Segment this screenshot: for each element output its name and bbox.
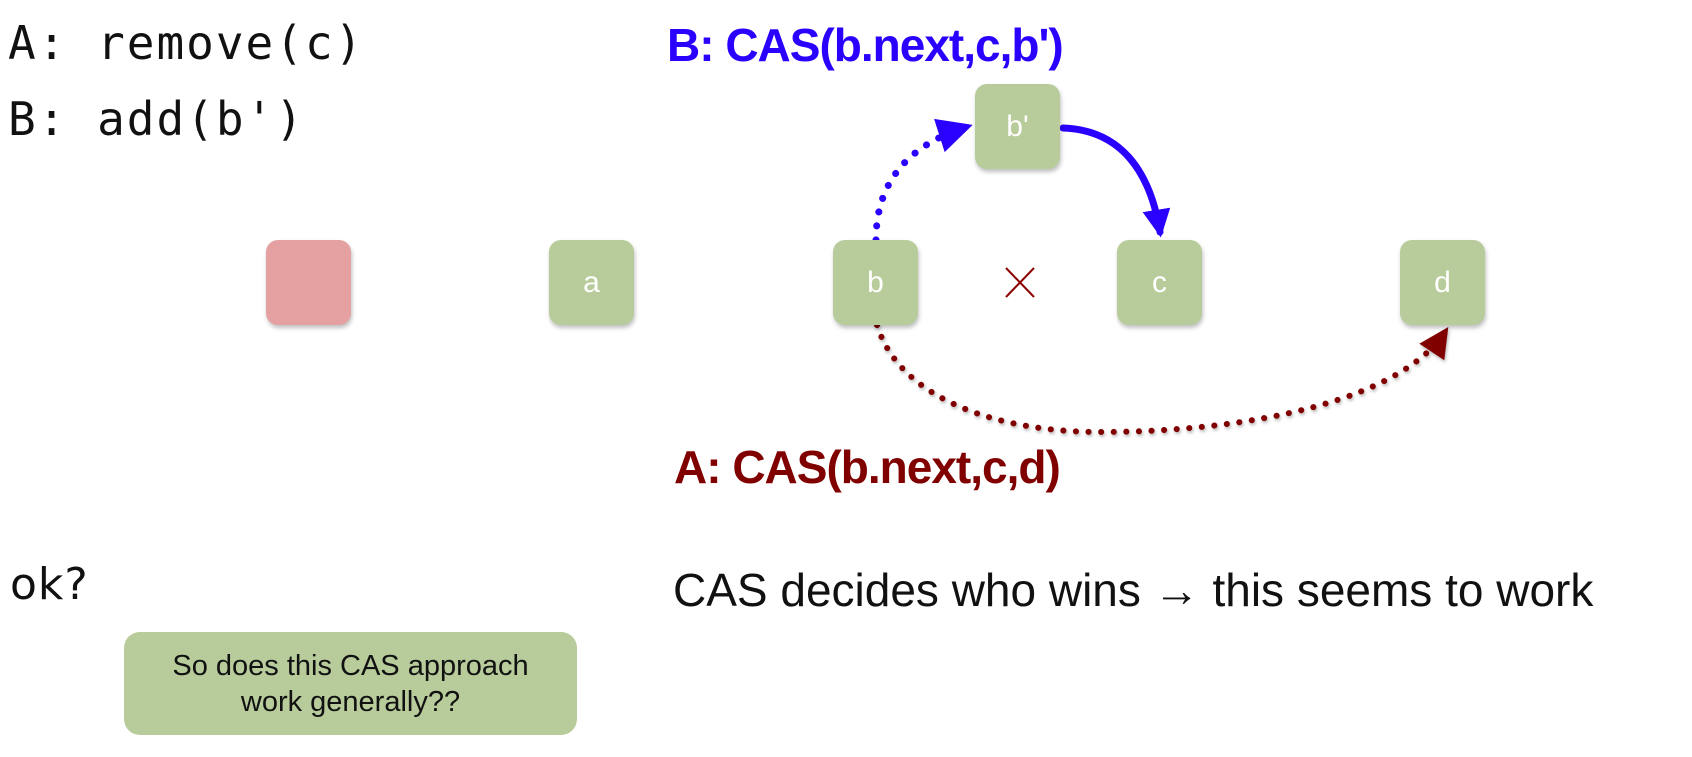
node-c: c [1117, 240, 1202, 325]
cross-out-icon [1005, 267, 1035, 298]
right-arrow-icon: → [1153, 564, 1200, 616]
conclusion-after: this seems to work [1199, 564, 1594, 616]
node-b: b [833, 240, 918, 325]
question-callout: So does this CAS approach work generally… [124, 632, 577, 735]
list-head-node [266, 240, 351, 325]
cas-label-thread-a: A: CAS(b.next,c,d) [674, 441, 1061, 493]
conclusion-text: CAS decides who wins → this seems to wor… [673, 567, 1593, 613]
cas-label-thread-b: B: CAS(b.next,c,b') [667, 19, 1064, 71]
callout-line-2: work generally?? [240, 685, 461, 718]
edge-b-to-d-dotted [874, 322, 1449, 436]
callout-line-1: So does this CAS approach [172, 649, 529, 682]
node-d: d [1400, 240, 1485, 325]
node-b-prime: b' [975, 84, 1060, 169]
edge-bprime-to-c-solid [1059, 124, 1171, 238]
node-a: a [549, 240, 634, 325]
operation-a-remove: A: remove(c) [8, 16, 365, 70]
question-ok: ok? [10, 559, 89, 610]
operation-b-add: B: add(b') [8, 92, 305, 146]
conclusion-before: CAS decides who wins [673, 564, 1154, 616]
edge-b-to-bprime-dotted [872, 118, 973, 244]
